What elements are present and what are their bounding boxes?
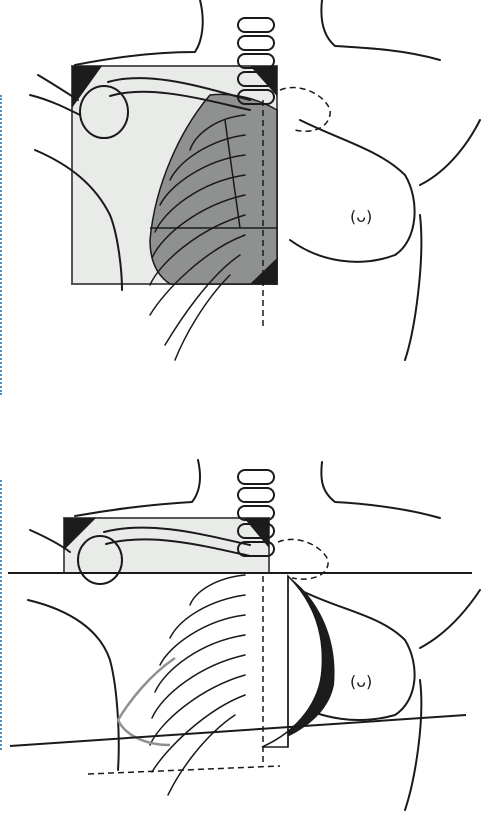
chest-wall-field-lens <box>262 576 322 747</box>
lung-contour-grey <box>118 658 175 745</box>
body-outline-right <box>321 0 440 60</box>
torso-right-outline <box>405 215 421 360</box>
torso-right-outline <box>405 680 421 810</box>
chest-field-diagram-top: (ᴗ) <box>0 0 489 400</box>
diagram-panel-top: (ᴗ) <box>0 0 489 400</box>
breast-outline <box>290 120 415 262</box>
arm-right-outline <box>420 590 480 648</box>
body-outline-right <box>321 462 440 518</box>
body-outline-left <box>75 460 200 516</box>
nipple-symbol: (ᴗ) <box>350 207 372 226</box>
diagram-panel-bottom: (ᴗ) <box>0 400 489 821</box>
contralateral-breast-dashed <box>280 88 330 132</box>
nipple-symbol: (ᴗ) <box>350 672 372 691</box>
body-outline-left <box>75 0 203 65</box>
inferior-border-line <box>10 715 466 746</box>
chest-field-diagram-bottom: (ᴗ) <box>0 400 489 821</box>
arm-right-outline <box>420 120 480 185</box>
rib-cage <box>150 575 245 795</box>
